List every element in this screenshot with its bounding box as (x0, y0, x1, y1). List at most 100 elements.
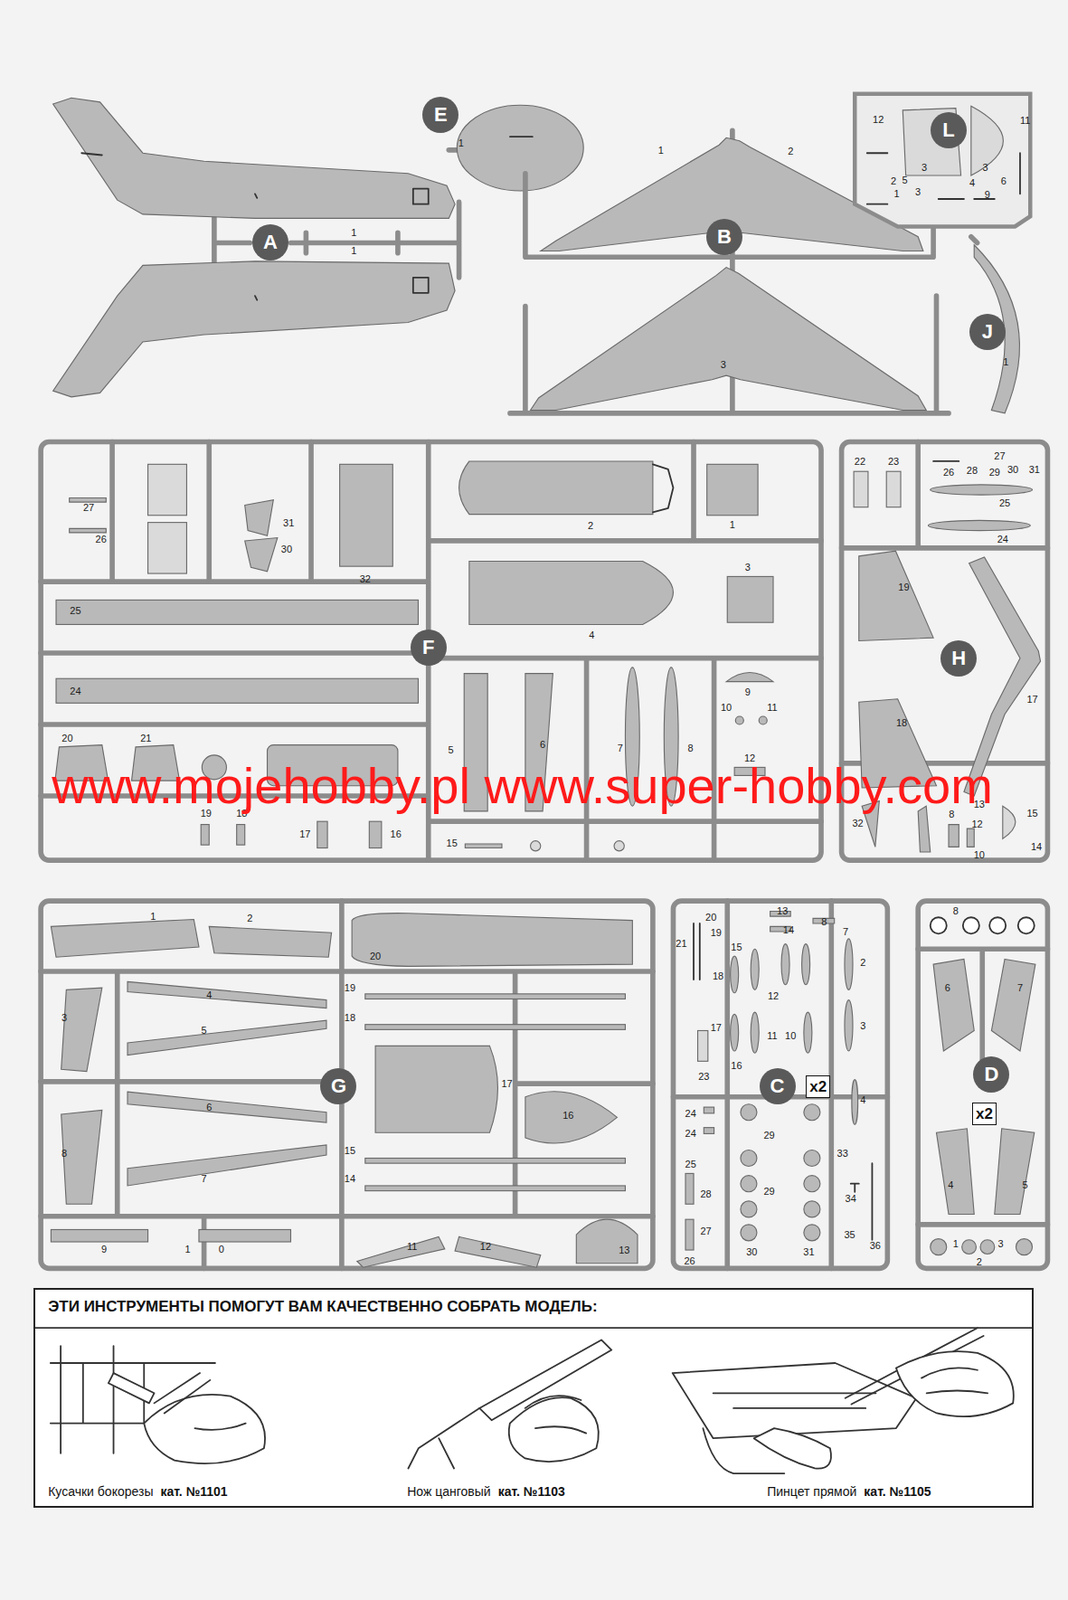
plastic-part (368, 821, 382, 848)
tool-sketch (896, 1351, 1014, 1417)
part-number: 20 (705, 912, 717, 923)
part-number: 1 (729, 519, 736, 530)
plastic-part (351, 913, 633, 967)
part-number: 24 (685, 1128, 697, 1139)
plastic-part (56, 599, 418, 624)
clear-part (853, 471, 869, 507)
part-number: 4 (860, 1094, 866, 1105)
sprue-letter-text: A (263, 232, 278, 253)
plastic-part (525, 1091, 618, 1144)
plastic-part (245, 500, 278, 572)
part-number: 28 (699, 1188, 711, 1199)
plastic-part (935, 1128, 974, 1215)
plastic-part (340, 463, 394, 567)
sprue-runner (672, 900, 888, 1268)
sprue-letter-text: E (434, 104, 448, 125)
part-number: 7 (842, 926, 849, 936)
part-number: 19 (710, 926, 722, 937)
plastic-part (740, 1149, 757, 1166)
line-art (930, 916, 947, 934)
part-number: 1 (953, 1238, 959, 1249)
tools-illustration (35, 1289, 1031, 1507)
part-number: 15 (1026, 808, 1038, 819)
part-number: 2 (787, 145, 794, 156)
sprue-letter-text: H (951, 648, 966, 669)
part-number: 19 (897, 581, 909, 592)
sprue-e (448, 104, 584, 191)
part-number: 12 (480, 1241, 492, 1252)
part-number: 23 (698, 1071, 709, 1082)
part-number: 22 (854, 455, 866, 466)
plastic-part (365, 993, 626, 1000)
part-number: 8 (688, 742, 694, 753)
part-number: 12 (767, 990, 779, 1001)
line-art (867, 152, 1021, 204)
part-number: 16 (730, 1059, 742, 1070)
sprue-letter: J (969, 313, 1006, 350)
quantity-text: x2 (809, 1078, 827, 1095)
plastic-part (127, 1020, 327, 1055)
sprue-letter: G (320, 1068, 357, 1105)
part-number: 33 (837, 1147, 849, 1158)
line-art (854, 94, 1031, 227)
plastic-part (727, 576, 774, 623)
clear-part (530, 841, 541, 851)
part-number: 26 (95, 533, 107, 544)
clear-part (148, 522, 188, 574)
part-number: 3 (860, 1020, 866, 1031)
catalogue-number: кат. №1101 (160, 1484, 227, 1499)
plastic-part (469, 561, 674, 625)
part-number: 7 (201, 1172, 208, 1183)
sprue-runner (971, 236, 978, 244)
part-number: 1 (184, 1243, 190, 1254)
part-number: 15 (730, 941, 742, 952)
part-number: 30 (746, 1247, 757, 1258)
tool-sketch (108, 1372, 155, 1403)
part-number: 6 (206, 1101, 212, 1112)
part-number: 3 (997, 1238, 1003, 1249)
part-number: 7 (617, 742, 624, 753)
part-number: 35 (843, 1228, 855, 1239)
part-number: 3 (982, 161, 989, 172)
part-number: 27 (83, 501, 95, 512)
part-number: 12 (971, 819, 983, 830)
sprue-letter-text: C (770, 1076, 785, 1097)
part-number: 18 (896, 717, 908, 728)
part-number: 31 (1029, 463, 1040, 474)
part-number: 4 (588, 629, 595, 640)
plastic-part (317, 821, 328, 848)
watermark: www.mojehobby.pl www.super-hobby.com (51, 760, 993, 812)
sprue-runner (40, 900, 653, 1268)
line-art (989, 916, 1006, 934)
part-number: 36 (869, 1240, 881, 1251)
tool-sketch (754, 1427, 832, 1469)
line-art (81, 152, 429, 300)
part-number: 15 (344, 1145, 356, 1156)
plastic-part (685, 1172, 694, 1204)
part-number: 26 (683, 1256, 695, 1267)
part-number: 11 (766, 701, 777, 712)
plastic-part (198, 1228, 292, 1242)
part-number: 5 (1022, 1179, 1029, 1190)
tool-sketch (672, 1362, 917, 1438)
clear-part (698, 1030, 709, 1061)
sprue-letter-text: F (422, 637, 435, 658)
part-number: 19 (344, 982, 356, 993)
quantity-box: x2 (972, 1102, 997, 1125)
plastic-part (803, 1011, 813, 1053)
part-number: 27 (993, 451, 1005, 462)
part-number: 14 (344, 1172, 356, 1183)
part-number: 1 (1002, 357, 1009, 368)
part-number: 3 (915, 187, 921, 198)
clear-part (971, 105, 1004, 176)
part-number: 21 (675, 938, 687, 949)
sprue-letter: C (759, 1068, 796, 1105)
part-number: 25 (69, 604, 81, 615)
sprue-letter-text: J (982, 321, 993, 342)
plastic-part (991, 958, 1036, 1051)
tool-sketch (408, 1407, 481, 1468)
plastic-part (803, 1200, 821, 1218)
plastic-part (56, 678, 418, 703)
sprue-d (917, 900, 1048, 1268)
part-number: 18 (712, 971, 724, 982)
